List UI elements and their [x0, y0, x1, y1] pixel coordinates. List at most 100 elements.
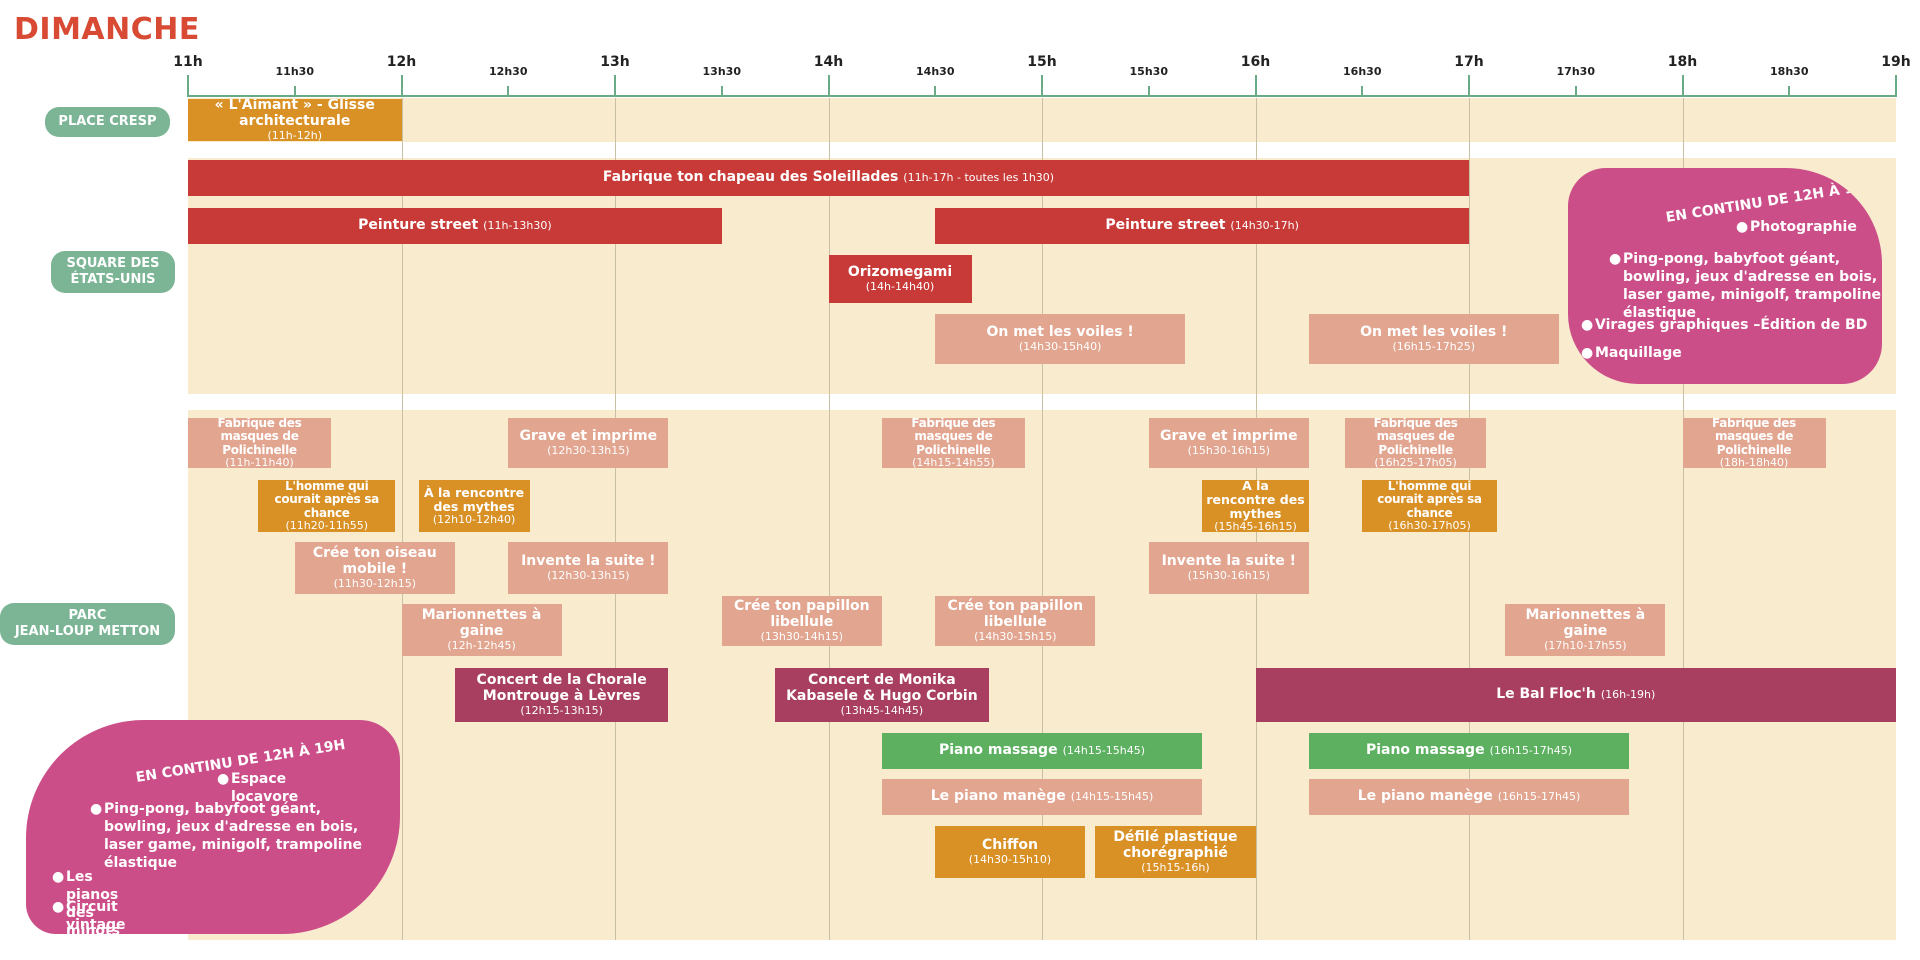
hour-label: 13h: [600, 54, 630, 70]
event-block: L'homme qui courait après sa chance(11h2…: [258, 480, 396, 532]
event-time: (11h-12h): [267, 128, 323, 141]
event-title: À la rencontre des mythes: [424, 484, 525, 514]
event-time: (11h20-11h55): [285, 519, 368, 532]
event-time: (18h-18h40): [1719, 456, 1789, 468]
event-title: Crée ton papillon libellule: [733, 598, 870, 630]
event-time: (16h15-17h45): [1497, 789, 1581, 803]
hour-tick: [1041, 75, 1043, 97]
event-title: Invente la suite !: [521, 553, 656, 569]
event-time: (14h15-14h55): [912, 456, 995, 468]
event-title: Le piano manège: [930, 788, 1066, 805]
event-block: Concert de la Chorale Montrouge à Lèvres…: [454, 668, 669, 722]
event-time: (15h15-16h): [1141, 860, 1210, 874]
event-title: Grave et imprime: [1160, 428, 1298, 444]
hour-gridline: [829, 98, 830, 940]
event-title: Fabrique des masques de Polichinelle: [1373, 418, 1458, 457]
hour-gridline: [1042, 98, 1043, 940]
half-hour-label: 16h30: [1343, 65, 1382, 78]
event-block: Grave et imprime(15h30-16h15): [1148, 418, 1309, 468]
event-time: (12h15-13h15): [520, 703, 603, 717]
event-block: « L'Aimant » - Glisse architecturale(11h…: [188, 99, 402, 141]
event-block: Orizomegami(14h-14h40): [828, 255, 972, 303]
event-block: Peinture street(11h-13h30): [188, 208, 722, 244]
event-title: Le piano manège: [1357, 788, 1493, 805]
event-block: Marionnettes à gaine(12h-12h45): [401, 604, 562, 656]
half-hour-label: 12h30: [489, 65, 528, 78]
continuous-item: ●Ping-pong, babyfoot géant, bowling, jeu…: [90, 801, 363, 871]
continuous-item: ●Ping-pong, babyfoot géant, bowling, jeu…: [1609, 251, 1882, 321]
event-title: Fabrique des masques de Polichinelle: [911, 418, 996, 457]
event-time: (14h15-15h45): [1070, 789, 1154, 803]
hour-label: 18h: [1667, 54, 1698, 70]
event-block: Invente la suite !(12h30-13h15): [508, 542, 669, 594]
event-block: On met les voiles !(14h30-15h40): [935, 314, 1186, 364]
event-block: Fabrique des masques de Polichinelle(14h…: [881, 418, 1025, 468]
event-time: (14h30-15h40): [1018, 339, 1102, 353]
hour-label: 15h: [1027, 54, 1057, 70]
event-title: L'homme qui courait après sa chance: [1377, 480, 1482, 520]
half-hour-label: 13h30: [702, 65, 741, 78]
event-title: Marionnettes à gaine: [1525, 607, 1646, 639]
event-title: Chiffon: [981, 837, 1038, 853]
event-title: Concert de la Chorale Montrouge à Lèvres: [476, 672, 647, 704]
continuous-box-square: EN CONTINU DE 12H À 19H ●Photographie ●P…: [1568, 168, 1882, 384]
event-title: « L'Aimant » - Glisse architecturale: [214, 99, 375, 129]
hour-tick: [614, 75, 616, 97]
continuous-item: ●Circuit vintage: [52, 899, 126, 933]
event-title: Fabrique des masques de Polichinelle: [1712, 418, 1796, 457]
event-block: Le piano manège (16h15-17h45): [1308, 779, 1630, 815]
event-title: L'homme qui courait après sa chance: [274, 480, 380, 520]
event-time: (11h30-12h15): [333, 576, 417, 590]
half-hour-label: 11h30: [275, 65, 314, 78]
hour-label: 19h: [1881, 54, 1911, 70]
event-title: Crée ton oiseau mobile !: [312, 545, 437, 577]
venue-parc-jean-loup-metton: PARC JEAN-LOUP METTON: [0, 603, 175, 645]
event-time: (15h45-16h15): [1214, 519, 1297, 532]
event-title: Piano massage: [1365, 742, 1485, 759]
event-time: (14h-14h40): [865, 279, 935, 293]
event-block: Peinture street (14h30-17h): [935, 208, 1469, 244]
event-title: Grave et imprime: [519, 428, 658, 444]
event-time: (13h30-14h15): [760, 629, 844, 643]
event-block: À la rencontre des mythes(12h10-12h40): [418, 480, 530, 532]
event-block: Chiffon(14h30-15h10): [935, 826, 1085, 878]
event-block: Le piano manège (14h15-15h45): [881, 779, 1203, 815]
event-title: Crée ton papillon libellule: [947, 598, 1084, 630]
event-block: Fabrique des masques de Polichinelle(18h…: [1682, 418, 1826, 468]
half-hour-tick: [293, 86, 296, 97]
event-block: Fabrique ton chapeau des Soleillades(11h…: [188, 160, 1469, 196]
event-block: Crée ton papillon libellule(13h30-14h15): [721, 596, 882, 646]
event-time: (12h30-13h15): [547, 443, 630, 457]
event-block: Concert de Monika Kabasele & Hugo Corbin…: [775, 668, 989, 722]
event-time: (15h30-16h15): [1187, 568, 1271, 582]
event-time: (12h10-12h40): [432, 512, 516, 526]
hour-gridline: [1683, 98, 1684, 940]
event-time: (14h15-15h45): [1062, 743, 1146, 757]
event-title: Marionnettes à gaine: [421, 607, 542, 639]
event-title: Fabrique des masques de Polichinelle: [217, 418, 302, 457]
event-block: Fabrique des masques de Polichinelle(11h…: [188, 418, 332, 468]
event-block: À la rencontre des mythes(15h45-16h15): [1202, 480, 1309, 532]
event-time: (11h-17h - toutes les 1h30): [903, 170, 1055, 184]
hour-tick: [400, 75, 403, 97]
event-title: Le Bal Floc'h: [1496, 686, 1596, 703]
event-title: Défilé plastique chorégraphié: [1113, 829, 1238, 861]
event-time: (16h-19h): [1600, 687, 1656, 701]
half-hour-label: 14h30: [916, 65, 955, 78]
event-time: (11h-11h40): [225, 456, 294, 468]
event-time: (14h30-17h): [1230, 218, 1299, 232]
event-block: Le Bal Floc'h (16h-19h): [1255, 668, 1896, 722]
hour-label: 16h: [1240, 54, 1271, 70]
event-block: Crée ton papillon libellule(14h30-15h15): [935, 596, 1096, 646]
event-title: Orizomegami: [847, 264, 953, 280]
half-hour-tick: [1361, 86, 1364, 97]
half-hour-tick: [1574, 86, 1577, 97]
event-time: (14h30-15h10): [968, 852, 1052, 866]
event-title: Invente la suite !: [1161, 553, 1297, 569]
event-block: Crée ton oiseau mobile !(11h30-12h15): [294, 542, 455, 594]
event-time: (11h-13h30): [483, 218, 552, 232]
hour-tick: [1468, 75, 1470, 97]
event-title: Peinture street: [1105, 217, 1226, 234]
half-hour-label: 17h30: [1556, 65, 1595, 78]
